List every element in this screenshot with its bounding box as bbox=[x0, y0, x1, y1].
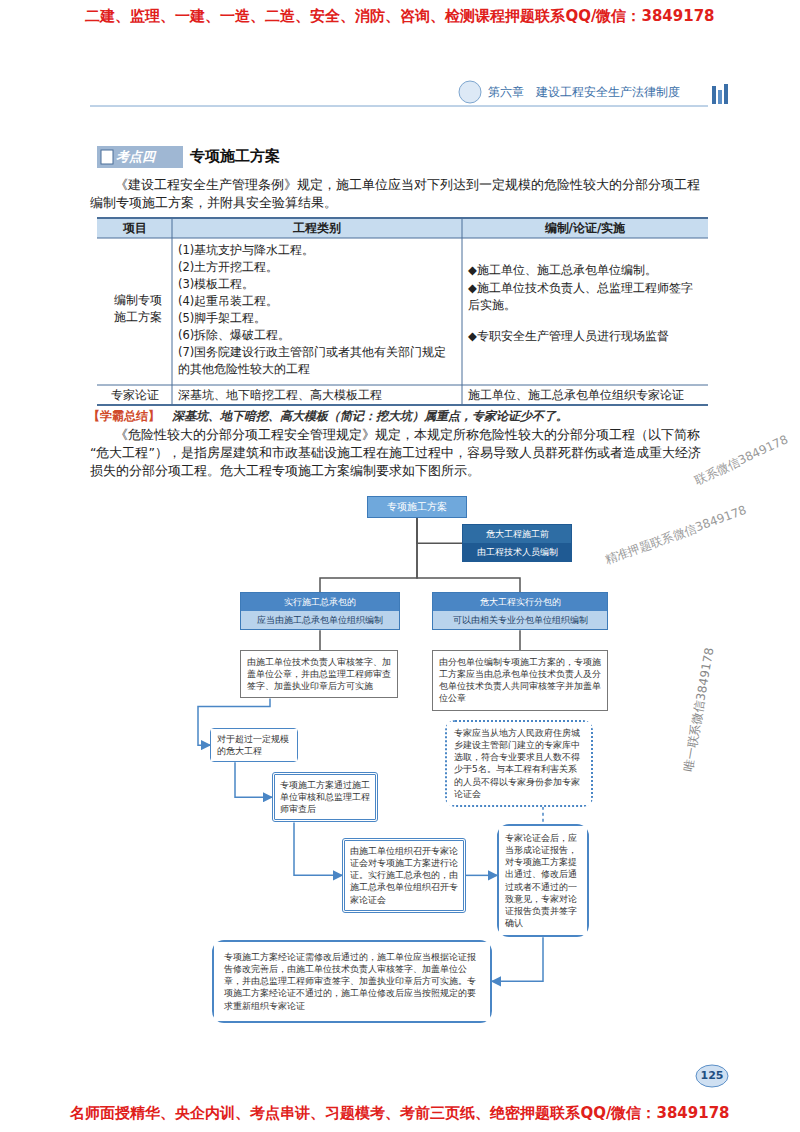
book-icon bbox=[712, 86, 716, 104]
table-cell: (6)拆除、爆破工程。 bbox=[178, 327, 458, 344]
table-cell: 专家论证 bbox=[100, 387, 170, 404]
band-box: 危大工程施工前由工程技术人员编制 bbox=[462, 524, 572, 562]
table-cell: (5)脚手架工程。 bbox=[178, 310, 458, 327]
note-callout: 专家应当从地方人民政府住房城乡建设主管部门建立的专家库中选取，符合专业要求且人数… bbox=[445, 720, 593, 807]
page-number-badge bbox=[696, 1065, 728, 1087]
node-text: 专项施工方案通过施工单位审核和总监理工程师审查后 bbox=[275, 775, 375, 819]
connector bbox=[417, 518, 462, 544]
topic-tag-text: 考点四 bbox=[116, 148, 180, 167]
node-text: 由施工单位组织召开专家论证会对专项施工方案进行论证。实行施工总承包的，由施工总承… bbox=[345, 841, 463, 910]
node-text: 专家应当从地方人民政府住房城乡建设主管部门建立的专家库中选取，符合专业要求且人数… bbox=[447, 722, 591, 805]
process-box: 由施工单位组织召开专家论证会对专项施工方案进行论证。实行施工总承包的，由施工总承… bbox=[342, 838, 466, 913]
watermark: 精准押题联系微信3849178 bbox=[603, 488, 787, 569]
process-box: 由分包单位编制专项施工方案的，专项施工方案应当由总承包单位技术负责人及分包单位技… bbox=[432, 650, 608, 711]
node-text: 可以由相关专业分包单位组织编制 bbox=[433, 611, 607, 629]
connector bbox=[319, 630, 321, 650]
connector bbox=[466, 875, 497, 877]
table-cell: ◆专职安全生产管理人员进行现场监督 bbox=[468, 328, 704, 345]
process-box: 专项施工方案通过施工单位审核和总监理工程师审查后 bbox=[272, 772, 378, 822]
band-box: 实行施工总承包的应当由施工总承包单位组织编制 bbox=[240, 592, 400, 630]
process-box: 由施工单位技术负责人审核签字、加盖单位公章，并由总监理工程师审查签字、加盖执业印… bbox=[240, 650, 398, 698]
topic-title: 专项施工方案 bbox=[190, 146, 390, 168]
ad-banner: 名师面授精华、央企内训、考点串讲、习题模考、考前三页纸、绝密押题联系QQ/微信：… bbox=[10, 1103, 790, 1125]
node-text: 应当由施工总承包单位组织编制 bbox=[241, 611, 399, 629]
node-text: 对于超过一定规模的危大工程 bbox=[211, 729, 297, 761]
table-header-bg bbox=[97, 218, 708, 238]
summary-tag: 【学霸总结】 bbox=[88, 408, 174, 425]
connector bbox=[320, 518, 417, 593]
node-text: 由施工单位技术负责人审核签字、加盖单位公章，并由总监理工程师审查签字、加盖执业印… bbox=[241, 651, 397, 697]
connector bbox=[492, 937, 543, 981]
table-cell: ◆施工单位、施工总承包单位编制。 bbox=[468, 262, 704, 279]
watermark: 唯一联系微信3849178 bbox=[680, 603, 727, 773]
scroll-box: 对于超过一定规模的危大工程 bbox=[210, 728, 298, 762]
table-header: 编制/论证/实施 bbox=[465, 220, 705, 237]
table-cell: 深基坑、地下暗挖工程、高大模板工程 bbox=[178, 387, 458, 404]
node-text: 危大工程实行分包的 bbox=[433, 593, 607, 611]
table-header: 项目 bbox=[100, 220, 170, 237]
watermark: 联系微信3849178 bbox=[692, 423, 800, 489]
connector bbox=[542, 807, 544, 824]
table-cell: (2)土方开挖工程。 bbox=[178, 259, 458, 276]
table-cell: ◆施工单位技术负责人、总监理工程师签字后实施。 bbox=[468, 280, 704, 313]
process-box: 专项施工方案经论证需修改后通过的，施工单位应当根据论证报告修改完善后，由施工单位… bbox=[212, 940, 492, 1023]
node-text: 专家论证会后，应当形成论证报告，对专项施工方案提出通过、修改后通过或者不通过的一… bbox=[499, 826, 587, 935]
node-text: 实行施工总承包的 bbox=[241, 593, 399, 611]
table-cell: (1)基坑支护与降水工程。 bbox=[178, 242, 458, 259]
node-text: 由工程技术人员编制 bbox=[463, 543, 571, 561]
book-icon bbox=[724, 84, 728, 104]
table-cell: (4)起重吊装工程。 bbox=[178, 293, 458, 310]
table-cell: (3)模板工程。 bbox=[178, 276, 458, 293]
connector bbox=[519, 630, 521, 650]
header-rule bbox=[90, 106, 708, 107]
table-cell: 编制专项施工方案 bbox=[112, 292, 164, 327]
table-header: 工程类别 bbox=[175, 220, 459, 237]
topic-tag bbox=[97, 146, 183, 168]
chapter-header: 第六章 建设工程安全生产法律制度 bbox=[488, 84, 708, 101]
node-text: 专项施工方案 bbox=[368, 497, 466, 517]
table-grid bbox=[97, 218, 708, 405]
connector bbox=[235, 762, 272, 797]
node-text: 危大工程施工前 bbox=[463, 525, 571, 543]
connector bbox=[294, 822, 342, 875]
mascot-icon bbox=[459, 81, 481, 103]
ad-banner: 二建、监理、一建、一造、二造、安全、消防、咨询、检测课程押题联系QQ/微信：38… bbox=[10, 6, 790, 28]
paragraph: 《危险性较大的分部分项工程安全管理规定》规定，本规定所称危险性较大的分部分项工程… bbox=[90, 426, 710, 480]
table-cell: 施工单位、施工总承包单位组织专家论证 bbox=[468, 387, 704, 404]
summary-text: 深基坑、地下暗挖、高大模板（简记：挖大坑）属重点，专家论证少不了。 bbox=[172, 408, 712, 425]
table-cell: (7)国务院建设行政主管部门或者其他有关部门规定的其他危险性较大的工程 bbox=[178, 344, 458, 377]
node-text: 专项施工方案经论证需修改后通过的，施工单位应当根据论证报告修改完善后，由施工单位… bbox=[214, 942, 490, 1021]
band-box: 危大工程实行分包的可以由相关专业分包单位组织编制 bbox=[432, 592, 608, 630]
topic-icon bbox=[101, 150, 113, 164]
paragraph: 《建设工程安全生产管理条例》规定，施工单位应当对下列达到一定规模的危险性较大的分… bbox=[90, 176, 710, 212]
node-text: 由分包单位编制专项施工方案的，专项施工方案应当由总承包单位技术负责人及分包单位技… bbox=[433, 651, 607, 710]
page-number: 125 bbox=[696, 1068, 728, 1084]
process-box: 专家论证会后，应当形成论证报告，对专项施工方案提出通过、修改后通过或者不通过的一… bbox=[497, 824, 589, 937]
book-icon bbox=[718, 90, 722, 104]
start-box: 专项施工方案 bbox=[367, 496, 467, 518]
